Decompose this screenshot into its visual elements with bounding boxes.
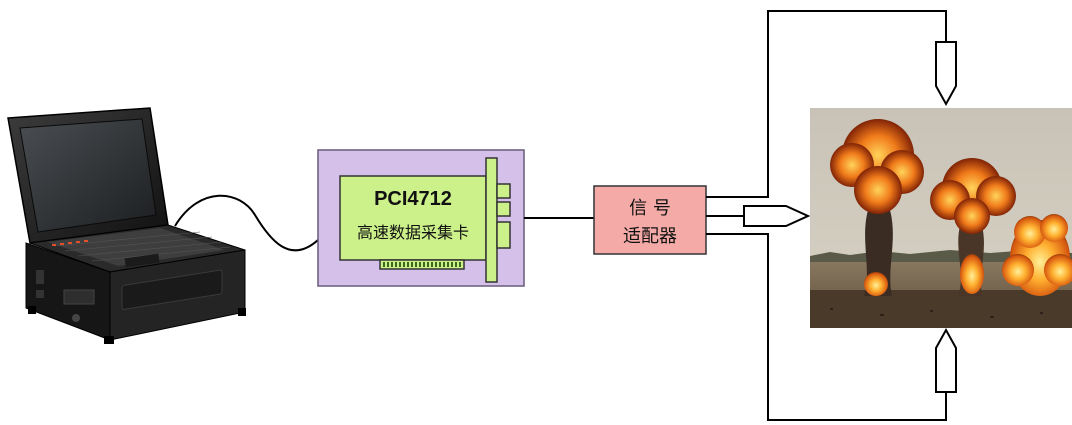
pci-pin bbox=[455, 262, 457, 267]
pressure-sensor-bottom bbox=[935, 327, 957, 393]
pci-pin bbox=[387, 262, 389, 267]
pci-pin bbox=[427, 262, 429, 267]
pci-pin bbox=[399, 262, 401, 267]
laptop-cable bbox=[174, 194, 319, 252]
pci-pin bbox=[443, 262, 445, 267]
pci-pin bbox=[447, 262, 449, 267]
side-ports bbox=[36, 270, 95, 322]
laptop-computer bbox=[7, 107, 246, 344]
sensor-wiring bbox=[706, 10, 947, 421]
pci-pin bbox=[391, 262, 393, 267]
pci-pin bbox=[395, 262, 397, 267]
fireball-middle bbox=[930, 158, 1016, 294]
adapter-label-line1: 信 号 bbox=[629, 198, 671, 219]
daq-card-name: 高速数据采集卡 bbox=[357, 223, 469, 242]
pci-pin bbox=[407, 262, 409, 267]
daq-card-model: PCI4712 bbox=[374, 188, 452, 210]
pci-pin bbox=[415, 262, 417, 267]
daq-card-board bbox=[339, 175, 487, 261]
explosion-photo bbox=[810, 108, 1072, 328]
pci-pin bbox=[459, 262, 461, 267]
signal-adapter: 信 号 适配器 bbox=[593, 185, 707, 255]
fireball-left bbox=[830, 119, 924, 296]
pci-pin bbox=[423, 262, 425, 267]
adapter-label-line2: 适配器 bbox=[623, 226, 677, 247]
pci-pin bbox=[419, 262, 421, 267]
pci-pin bbox=[439, 262, 441, 267]
pci-pins bbox=[383, 262, 461, 267]
pci-pin bbox=[403, 262, 405, 267]
pressure-sensor-top bbox=[935, 41, 957, 107]
pci-pin bbox=[431, 262, 433, 267]
fireball-right bbox=[1002, 214, 1072, 296]
pressure-sensor-middle bbox=[743, 205, 811, 227]
keyboard-keys bbox=[54, 231, 231, 262]
pci-pin bbox=[435, 262, 437, 267]
pci-pin bbox=[451, 262, 453, 267]
pci-pin bbox=[411, 262, 413, 267]
daq-card: PCI4712 高速数据采集卡 bbox=[317, 149, 525, 287]
pci-pin bbox=[383, 262, 385, 267]
status-leds bbox=[52, 240, 88, 246]
pci-edge-connector bbox=[379, 259, 465, 270]
